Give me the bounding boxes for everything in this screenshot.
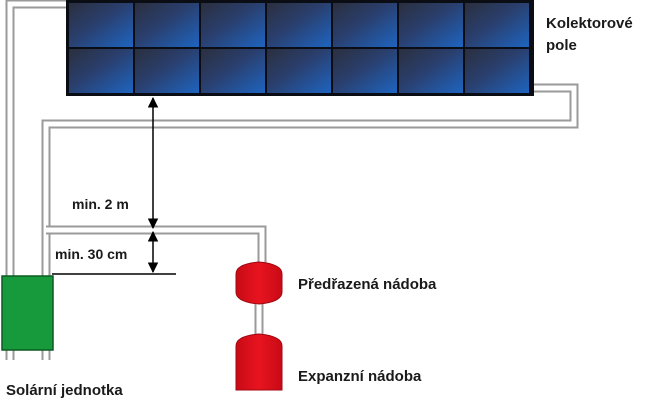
- collector-panel: [69, 49, 133, 93]
- collector-panel: [201, 3, 265, 47]
- collector-panel: [69, 3, 133, 47]
- expansion-vessel: [235, 333, 283, 391]
- collector-panel: [201, 49, 265, 93]
- dimension-label-2m: min. 2 m: [72, 196, 129, 212]
- collector-panel: [135, 3, 199, 47]
- collector-field: [66, 0, 534, 96]
- pre-vessel: [235, 261, 283, 305]
- collector-panel: [465, 49, 529, 93]
- collector-panel: [333, 3, 397, 47]
- collector-panel: [399, 3, 463, 47]
- collector-field-label-line1: Kolektorové: [546, 15, 633, 32]
- dimension-lines: [52, 96, 176, 275]
- dimension-label-30cm: min. 30 cm: [55, 246, 127, 262]
- collector-panel: [267, 3, 331, 47]
- solar-unit-box: [1, 275, 54, 351]
- expansion-vessel-label: Expanzní nádoba: [298, 368, 422, 385]
- collector-panel: [399, 49, 463, 93]
- collector-field-label-line2: pole: [546, 37, 577, 54]
- pipes: [5, 0, 579, 360]
- collector-panel: [267, 49, 331, 93]
- collector-panel: [135, 49, 199, 93]
- pipe-return: [41, 83, 579, 360]
- pre-vessel-label: Předřazená nádoba: [298, 276, 437, 293]
- collector-panel: [333, 49, 397, 93]
- collector-panel: [465, 3, 529, 47]
- solar-unit-label: Solární jednotka: [6, 382, 123, 399]
